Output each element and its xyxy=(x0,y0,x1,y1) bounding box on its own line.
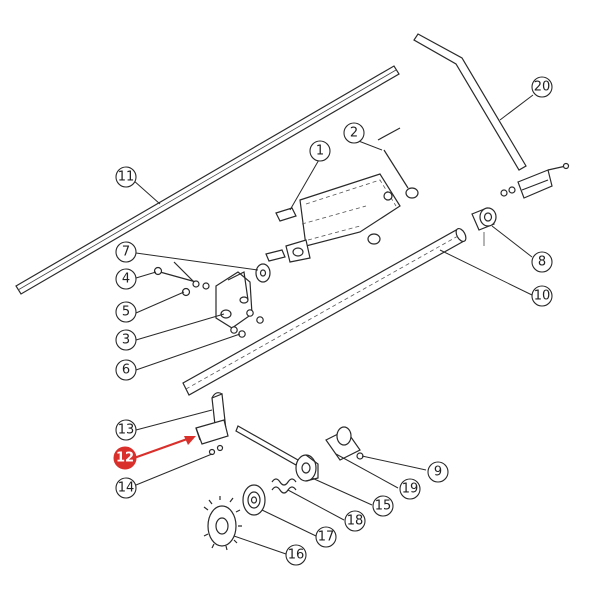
svg-text:18: 18 xyxy=(347,514,364,529)
svg-text:20: 20 xyxy=(534,80,551,95)
callout-5: 5 xyxy=(115,301,137,323)
svg-text:11: 11 xyxy=(118,170,135,185)
svg-text:4: 4 xyxy=(122,272,130,287)
callout-9: 9 xyxy=(427,461,449,483)
svg-text:16: 16 xyxy=(288,548,305,563)
part-15-hub xyxy=(295,454,319,482)
part-upper-bracket-assembly xyxy=(265,127,419,263)
callout-14: 14 xyxy=(115,477,137,499)
callout-15: 15 xyxy=(372,495,394,517)
svg-text:14: 14 xyxy=(118,481,135,496)
part-fasteners-left xyxy=(153,261,264,338)
svg-text:8: 8 xyxy=(538,255,546,270)
callout-10: 10 xyxy=(531,285,553,307)
part-handle-bracket xyxy=(500,162,570,199)
part-20-handle xyxy=(413,33,527,171)
part-18-spring xyxy=(271,478,297,494)
part-7-washer xyxy=(255,263,271,283)
svg-text:6: 6 xyxy=(122,363,130,378)
callout-1: 1 xyxy=(309,140,331,162)
callout-7: 7 xyxy=(115,241,137,263)
part-12-clip xyxy=(195,419,229,456)
svg-text:12: 12 xyxy=(116,451,134,466)
callout-4: 4 xyxy=(115,268,137,290)
callout-6: 6 xyxy=(115,359,137,381)
svg-text:19: 19 xyxy=(402,482,419,497)
svg-text:13: 13 xyxy=(118,423,135,438)
part-8-bushing xyxy=(471,207,497,246)
svg-text:5: 5 xyxy=(122,305,130,320)
leader-lines xyxy=(132,94,534,555)
callout-11: 11 xyxy=(115,166,137,188)
part-11-rod xyxy=(15,65,400,295)
callout-3: 3 xyxy=(115,329,137,351)
svg-text:2: 2 xyxy=(350,126,358,141)
svg-text:17: 17 xyxy=(318,530,335,545)
part-17-disc xyxy=(242,484,266,516)
svg-text:15: 15 xyxy=(375,499,392,514)
svg-text:1: 1 xyxy=(316,144,324,159)
callout-19: 19 xyxy=(399,478,421,500)
part-10-tube xyxy=(182,227,467,396)
svg-text:10: 10 xyxy=(534,289,551,304)
callout-12: 12 xyxy=(113,446,137,470)
callout-8: 8 xyxy=(531,251,553,273)
callout-2: 2 xyxy=(343,122,365,144)
svg-text:7: 7 xyxy=(122,245,130,260)
callout-13: 13 xyxy=(115,419,137,441)
part-16-sprocket xyxy=(203,496,242,551)
svg-text:9: 9 xyxy=(434,465,442,480)
svg-text:3: 3 xyxy=(122,333,130,348)
callout-18: 18 xyxy=(344,510,366,532)
callout-16: 16 xyxy=(285,544,307,566)
part-3-plate-bracket xyxy=(215,271,253,329)
callout-20: 20 xyxy=(531,76,553,98)
callout-17: 17 xyxy=(315,526,337,548)
